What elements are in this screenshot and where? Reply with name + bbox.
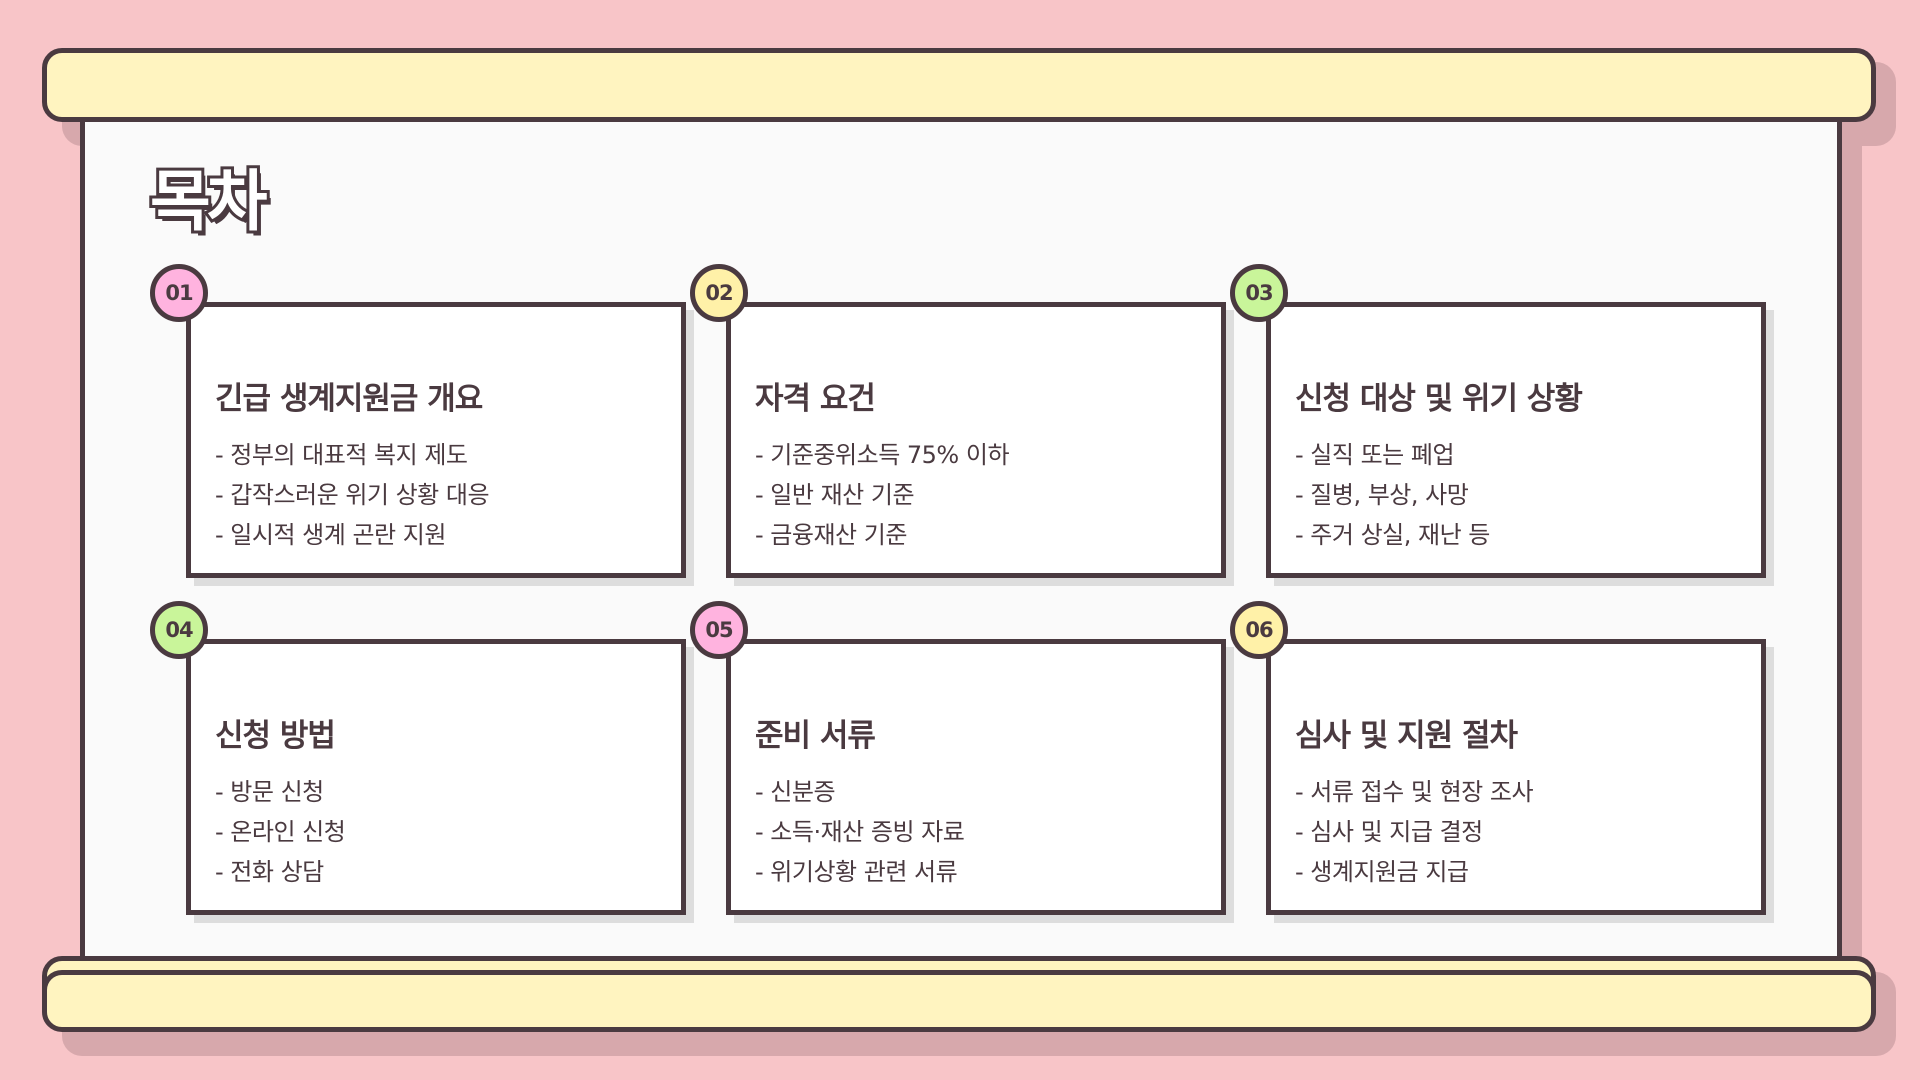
section-item: - 생계지원금 지급: [1295, 858, 1469, 886]
section-item: - 소득·재산 증빙 자료: [755, 818, 965, 846]
section-number-badge: 03: [1230, 264, 1288, 322]
bottom-scroll-bar: [42, 970, 1876, 1032]
section-number-badge: 05: [690, 601, 748, 659]
section-item: - 정부의 대표적 복지 제도: [215, 441, 468, 469]
section-item: - 온라인 신청: [215, 818, 346, 846]
top-scroll-bar: [42, 48, 1876, 122]
section-title: 준비 서류: [755, 718, 876, 754]
section-items: - 기준중위소득 75% 이하 - 일반 재산 기준 - 금융재산 기준: [755, 435, 1010, 555]
section-card-05[interactable]: 준비 서류 - 신분증 - 소득·재산 증빙 자료 - 위기상황 관련 서류 0…: [690, 601, 1234, 923]
section-item: - 갑작스러운 위기 상황 대응: [215, 481, 490, 509]
section-items: - 신분증 - 소득·재산 증빙 자료 - 위기상황 관련 서류: [755, 772, 965, 892]
section-item: - 일반 재산 기준: [755, 481, 915, 509]
section-item: - 심사 및 지급 결정: [1295, 818, 1483, 846]
section-item: - 금융재산 기준: [755, 521, 907, 549]
section-title: 신청 대상 및 위기 상황: [1295, 381, 1583, 417]
section-card-01[interactable]: 긴급 생계지원금 개요 - 정부의 대표적 복지 제도 - 갑작스러운 위기 상…: [150, 264, 694, 586]
section-number-badge: 04: [150, 601, 208, 659]
card-body: 긴급 생계지원금 개요 - 정부의 대표적 복지 제도 - 갑작스러운 위기 상…: [186, 302, 686, 578]
section-item: - 방문 신청: [215, 778, 324, 806]
section-items: - 정부의 대표적 복지 제도 - 갑작스러운 위기 상황 대응 - 일시적 생…: [215, 435, 490, 555]
section-item: - 일시적 생계 곤란 지원: [215, 521, 446, 549]
section-title: 신청 방법: [215, 718, 336, 754]
section-card-03[interactable]: 신청 대상 및 위기 상황 - 실직 또는 폐업 - 질병, 부상, 사망 - …: [1230, 264, 1774, 586]
section-card-04[interactable]: 신청 방법 - 방문 신청 - 온라인 신청 - 전화 상담 04: [150, 601, 694, 923]
section-title: 긴급 생계지원금 개요: [215, 381, 483, 417]
section-items: - 실직 또는 폐업 - 질병, 부상, 사망 - 주거 상실, 재난 등: [1295, 435, 1490, 555]
card-body: 신청 대상 및 위기 상황 - 실직 또는 폐업 - 질병, 부상, 사망 - …: [1266, 302, 1766, 578]
section-items: - 서류 접수 및 현장 조사 - 심사 및 지급 결정 - 생계지원금 지급: [1295, 772, 1534, 892]
section-title: 심사 및 지원 절차: [1295, 718, 1518, 754]
section-number-badge: 02: [690, 264, 748, 322]
section-item: - 주거 상실, 재난 등: [1295, 521, 1490, 549]
section-item: - 서류 접수 및 현장 조사: [1295, 778, 1534, 806]
section-item: - 기준중위소득 75% 이하: [755, 441, 1010, 469]
section-items: - 방문 신청 - 온라인 신청 - 전화 상담: [215, 772, 346, 892]
card-body: 자격 요건 - 기준중위소득 75% 이하 - 일반 재산 기준 - 금융재산 …: [726, 302, 1226, 578]
section-item: - 전화 상담: [215, 858, 324, 886]
section-card-02[interactable]: 자격 요건 - 기준중위소득 75% 이하 - 일반 재산 기준 - 금융재산 …: [690, 264, 1234, 586]
section-item: - 실직 또는 폐업: [1295, 441, 1455, 469]
page-title: 목차: [147, 160, 270, 243]
section-title: 자격 요건: [755, 381, 876, 417]
section-number-badge: 01: [150, 264, 208, 322]
section-item: - 질병, 부상, 사망: [1295, 481, 1469, 509]
section-item: - 위기상황 관련 서류: [755, 858, 958, 886]
section-card-06[interactable]: 심사 및 지원 절차 - 서류 접수 및 현장 조사 - 심사 및 지급 결정 …: [1230, 601, 1774, 923]
card-body: 심사 및 지원 절차 - 서류 접수 및 현장 조사 - 심사 및 지급 결정 …: [1266, 639, 1766, 915]
card-body: 준비 서류 - 신분증 - 소득·재산 증빙 자료 - 위기상황 관련 서류: [726, 639, 1226, 915]
section-number-badge: 06: [1230, 601, 1288, 659]
section-item: - 신분증: [755, 778, 836, 806]
card-body: 신청 방법 - 방문 신청 - 온라인 신청 - 전화 상담: [186, 639, 686, 915]
